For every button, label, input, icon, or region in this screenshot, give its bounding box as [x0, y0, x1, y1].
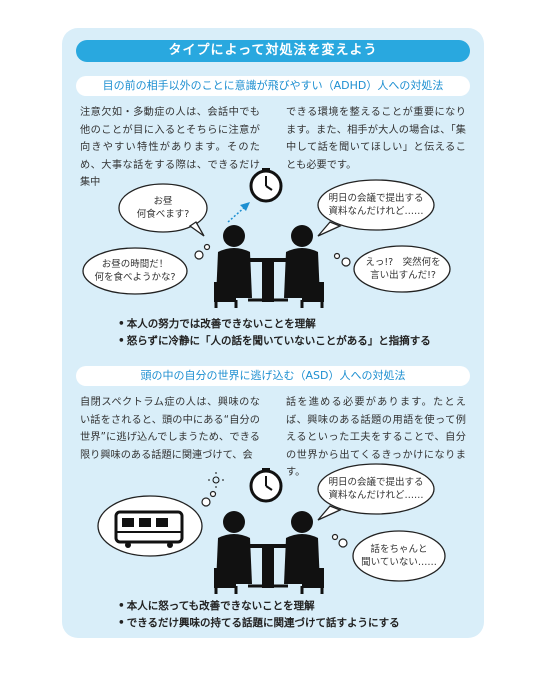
speech-bubble-meeting-2 [317, 463, 435, 521]
clock-icon [249, 168, 283, 203]
section2-subtitle: 頭の中の自分の世界に逃げ込む（ASD）人への対処法 [76, 366, 470, 386]
idea-sparkle-icon [208, 472, 224, 488]
section1-bullets: 本人の努力では改善できないことを理解 怒らずに冷静に「人の話を聞いていないことが… [118, 316, 431, 350]
bubble-text-lunch-time: お昼の時間だ！ 何を食べようかな? [94, 259, 176, 283]
thought-bubble-surprise [333, 245, 451, 293]
section2-paragraph-right: 話を進める必要があります。たとえば、興味のある話題の用語を使って例えるといった工… [286, 397, 466, 478]
bubble-text-lunch-question: お昼 何食べます? [136, 196, 190, 220]
speech-bubble-meeting [317, 179, 435, 237]
section1-bullet: 怒らずに冷静に「人の話を聞いていないことがある」と指摘する [118, 333, 431, 350]
bubble-text-not-listening: 話をちゃんと 聞いていない…… [361, 544, 437, 568]
section1-paragraph-left: 注意欠如・多動症の人は、会話中でも他のことが目に入るとそちらに注意が向きやすい特… [80, 107, 260, 188]
clock-icon [249, 468, 283, 503]
bubble-text-surprise: えっ!? 突然何を 言い出すんだ!? [365, 257, 441, 281]
thought-bubble-lunch-time [82, 243, 211, 295]
attention-arrow-icon [227, 202, 250, 223]
section1-bullet: 本人の努力では改善できないことを理解 [118, 316, 431, 333]
table-scene-2 [214, 511, 324, 594]
train-icon [114, 510, 184, 548]
speech-bubble-lunch-question [118, 183, 208, 237]
section2-bullet: できるだけ興味の持てる話題に関連づけて話すようにする [118, 615, 400, 632]
section2-paragraph-left: 自閉スペクトラム症の人は、興味のない話をされると、頭の中にある“自分の世界”に逃… [80, 397, 260, 461]
section1-subtitle: 目の前の相手以外のことに意識が飛びやすい（ADHD）人への対処法 [76, 76, 470, 96]
section2-bullet: 本人に怒っても改善できないことを理解 [118, 598, 400, 615]
page-title: タイプによって対処法を変えよう [76, 40, 470, 62]
thought-bubble-not-listening [331, 530, 446, 582]
section2-bullets: 本人に怒っても改善できないことを理解 できるだけ興味の持てる話題に関連づけて話す… [118, 598, 400, 632]
bubble-text-meeting: 明日の会議で提出する 資料なんだけれど…… [328, 193, 424, 217]
section1-paragraph-right: できる環境を整えることが重要になります。また、相手が大人の場合は、「集中して話を… [286, 107, 466, 171]
bubble-text-meeting-2: 明日の会議で提出する 資料なんだけれど…… [328, 477, 424, 501]
table-scene-1 [214, 225, 324, 308]
